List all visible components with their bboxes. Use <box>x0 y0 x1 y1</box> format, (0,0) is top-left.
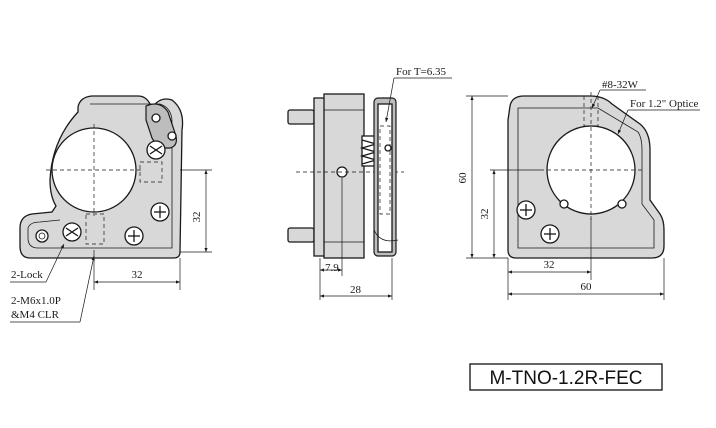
lock-leader <box>45 243 65 283</box>
front-view: 32 32 2-Lock 2-M6x1.0P &M4 CLR <box>10 95 212 323</box>
thickness-leader <box>385 77 395 123</box>
phillips-screw-icon <box>150 202 170 222</box>
optic-label: For 1.2" Optice <box>630 98 698 110</box>
thread-leader <box>79 255 95 323</box>
side-top-pin <box>287 109 315 125</box>
front-hidden-thread-lower <box>85 213 105 245</box>
lock-label: 2-Lock <box>11 269 43 281</box>
upper-lock-hole <box>151 113 161 123</box>
back-dim-height-text: 60 <box>457 172 469 184</box>
back-dim-32-horizontal-text: 32 <box>544 259 555 271</box>
upper-lock-hole-2 <box>167 131 177 141</box>
lower-lock-hole <box>35 229 49 243</box>
lower-adjuster-screw-icon <box>62 222 82 242</box>
side-bottom-pin <box>287 227 315 243</box>
back-dim-width-text: 60 <box>581 281 593 293</box>
thread-832-leader <box>591 89 601 109</box>
front-dim-vertical-text: 32 <box>191 212 203 223</box>
phillips-screw-icon <box>124 226 144 246</box>
thickness-label: For T=6.35 <box>396 66 447 78</box>
back-hole-right <box>617 199 627 209</box>
phillips-screw-icon <box>540 224 560 244</box>
side-dim-7-9-text: 7.9 <box>325 262 339 274</box>
side-optic-slot <box>377 103 393 253</box>
lower-lock-hole-inner <box>38 232 46 240</box>
back-dim-32-vertical-text: 32 <box>479 209 491 220</box>
phillips-screw-icon <box>516 200 536 220</box>
side-dim-28-text: 28 <box>350 284 362 296</box>
front-dim-horizontal-text: 32 <box>132 269 143 281</box>
back-inner-outline <box>517 107 655 249</box>
back-top-tapped-hole <box>583 95 599 127</box>
back-hole-left <box>559 199 569 209</box>
side-view: For T=6.35 7.9 28 <box>287 66 452 300</box>
thread-label-line2: &M4 CLR <box>11 309 60 321</box>
model-number: M-TNO-1.2R-FEC <box>489 368 642 389</box>
upper-adjuster-screw-icon <box>146 140 166 160</box>
front-hidden-thread-upper <box>139 161 163 183</box>
back-view: 60 32 32 60 #8-32W For 1.2" Optice <box>457 79 700 300</box>
side-set-screw <box>384 144 392 152</box>
model-number-box: M-TNO-1.2R-FEC <box>469 363 663 391</box>
optic-leader <box>617 109 629 135</box>
front-inner-plate <box>27 103 173 249</box>
side-lower-curve <box>373 229 399 242</box>
thread-label-line1: 2-M6x1.0P <box>11 295 61 307</box>
thread-832-label: #8-32W <box>602 79 639 91</box>
